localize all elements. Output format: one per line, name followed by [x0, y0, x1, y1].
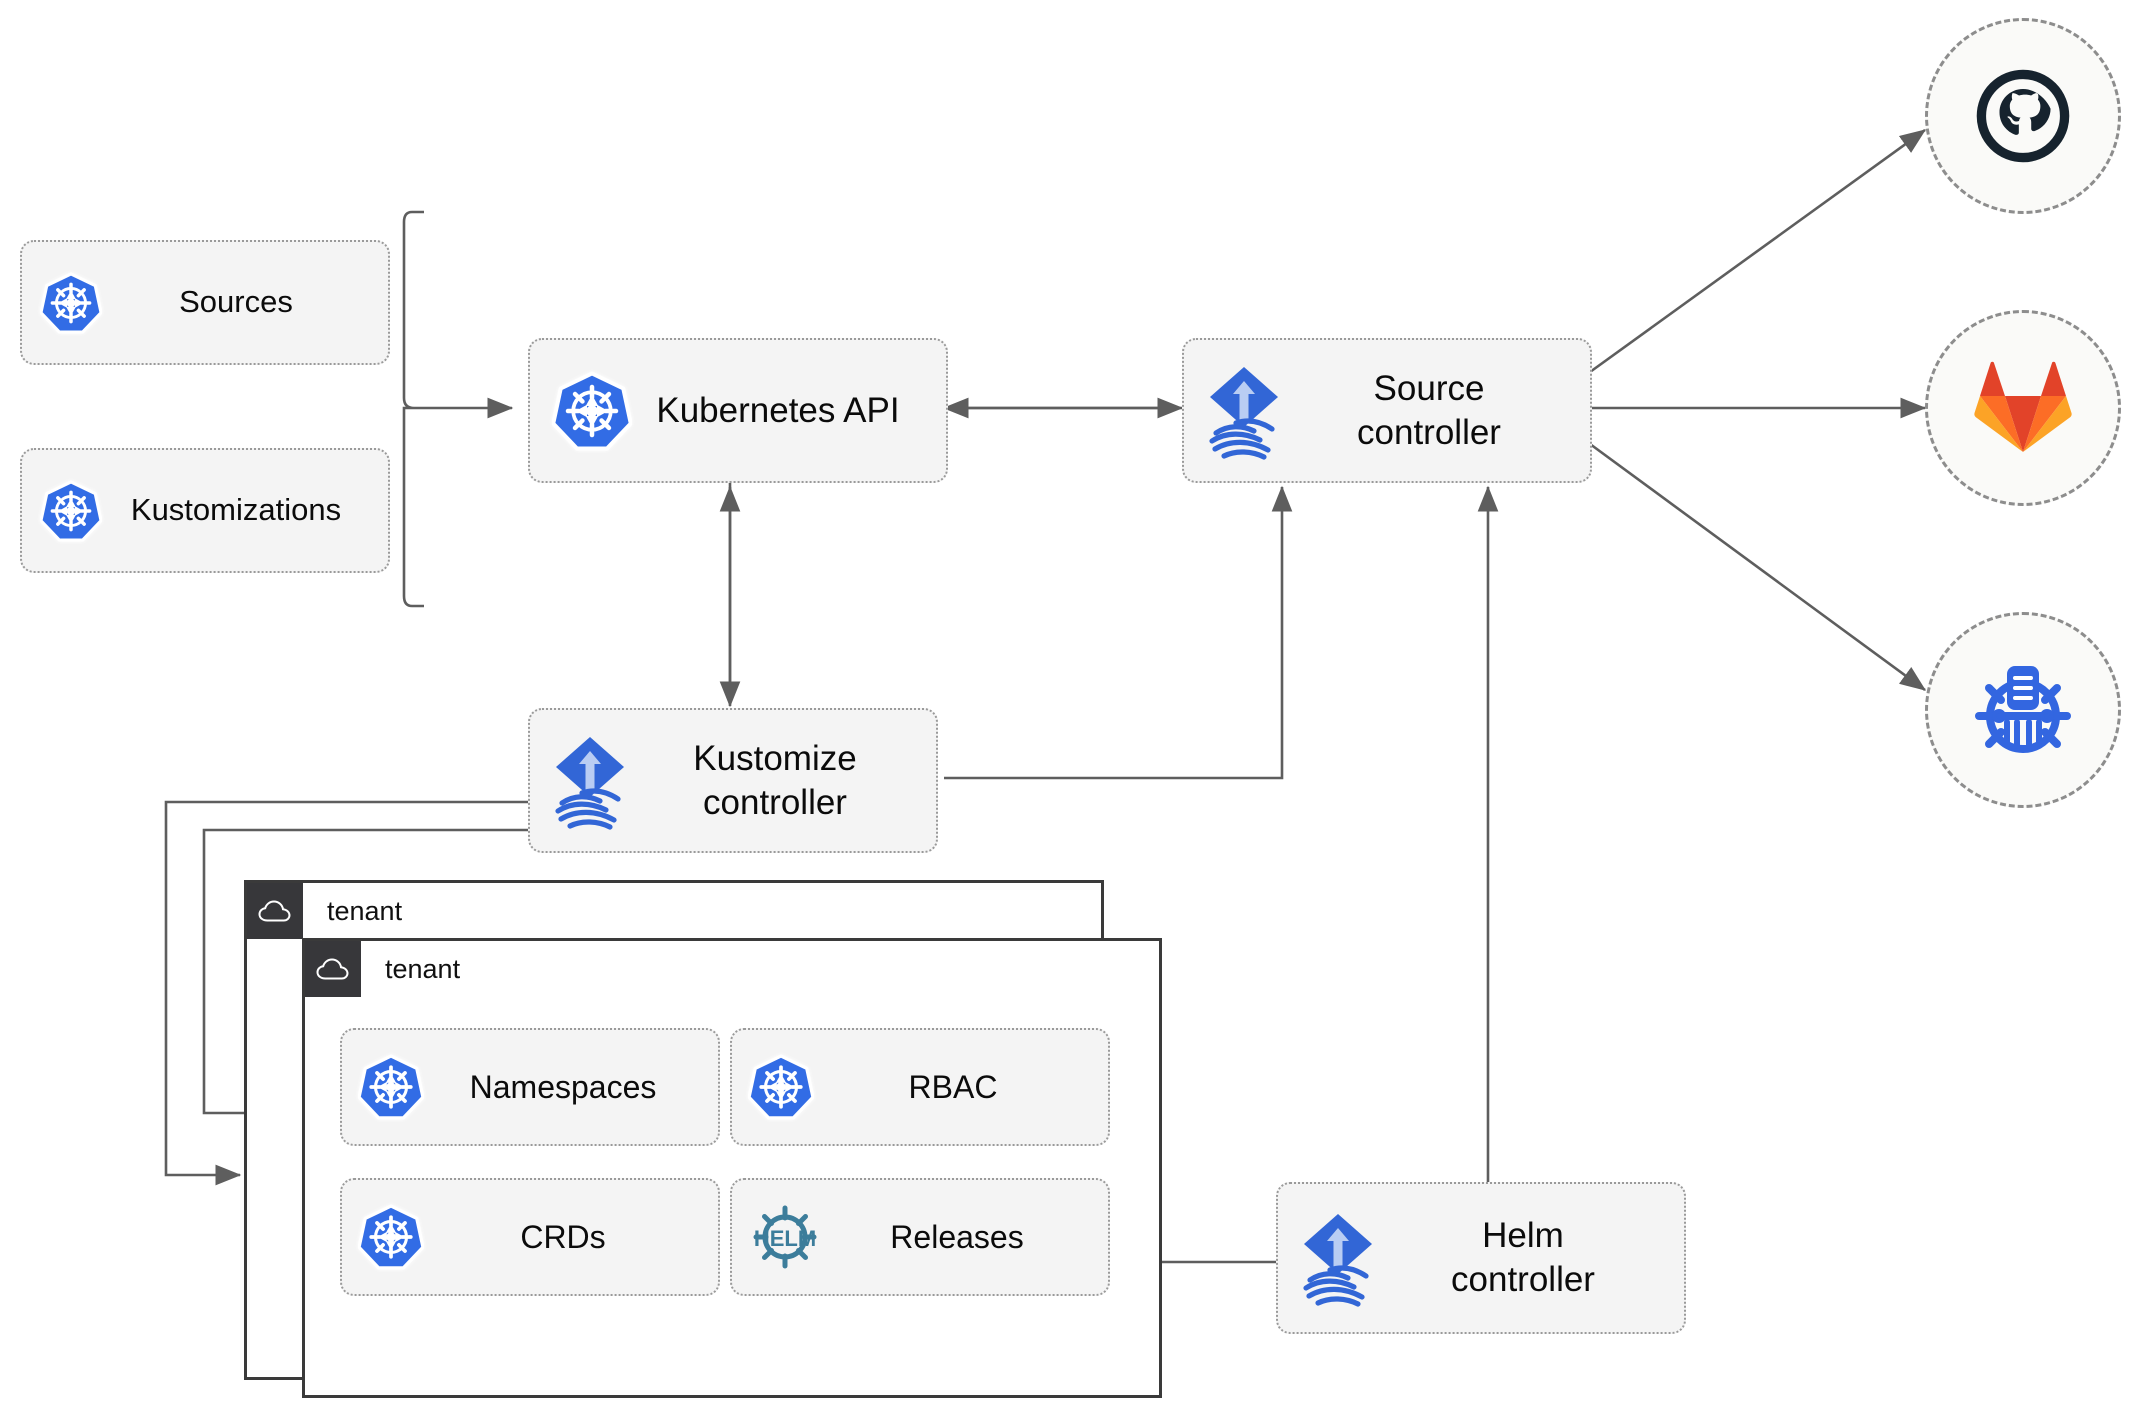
node-namespaces[interactable]: Namespaces — [340, 1028, 720, 1146]
helm-icon: HELM — [748, 1200, 822, 1274]
node-kubernetes-api[interactable]: Kubernetes API — [528, 338, 948, 483]
tenant-header-2: tenant — [305, 941, 460, 997]
kubernetes-icon — [358, 1204, 424, 1270]
node-helm-controller[interactable]: Helm controller — [1276, 1182, 1686, 1334]
source-controller-line1: Source — [1373, 368, 1485, 408]
tenant-label-1: tenant — [327, 895, 403, 926]
edge-source-to-bucket — [1589, 442, 1927, 692]
node-kustomizations[interactable]: Kustomizations — [20, 448, 390, 573]
kustomize-controller-line1: Kustomize — [693, 738, 857, 778]
provider-gitlab[interactable] — [1925, 310, 2121, 506]
helm-repository-icon — [1975, 666, 2071, 753]
edge-kustomize-to-source — [944, 485, 1293, 780]
tenant-header-1: tenant — [247, 883, 402, 939]
node-crds[interactable]: CRDs — [340, 1178, 720, 1296]
node-label-crds: CRDs — [520, 1219, 606, 1255]
node-rbac[interactable]: RBAC — [730, 1028, 1110, 1146]
node-releases[interactable]: HELM Releases — [730, 1178, 1110, 1296]
kubernetes-icon — [748, 1054, 814, 1120]
provider-helm-repository[interactable] — [1925, 612, 2121, 808]
kubernetes-icon — [40, 271, 102, 334]
node-label-sources: Sources — [179, 284, 293, 320]
edge-source-to-github — [1589, 128, 1927, 374]
node-label-kustomizations: Kustomizations — [130, 492, 342, 528]
svg-text:HELM: HELM — [754, 1226, 816, 1251]
flux-icon — [1296, 1208, 1380, 1308]
node-label-namespaces: Namespaces — [469, 1069, 657, 1105]
cloud-icon — [305, 941, 361, 997]
helm-controller-line2: controller — [1451, 1260, 1595, 1299]
node-label-kubernetes-api: Kubernetes API — [656, 390, 900, 430]
provider-github[interactable] — [1925, 18, 2121, 214]
kustomize-controller-line2: controller — [703, 782, 847, 822]
tenant-container-2[interactable]: tenant — [302, 938, 1162, 1398]
tenant-label-2: tenant — [385, 953, 461, 984]
node-label-rbac: RBAC — [908, 1069, 998, 1105]
flux-icon — [1202, 361, 1286, 461]
node-label-helm-controller: Helm controller — [1380, 1214, 1666, 1302]
kubernetes-icon — [358, 1054, 424, 1120]
node-label-releases: Releases — [890, 1219, 1024, 1255]
github-icon — [1976, 69, 2070, 163]
helm-controller-line1: Helm — [1482, 1216, 1564, 1256]
kubernetes-icon — [40, 479, 102, 542]
kubernetes-icon — [552, 371, 632, 451]
gitlab-icon — [1974, 361, 2072, 452]
node-sources[interactable]: Sources — [20, 240, 390, 365]
flux-icon — [548, 731, 632, 831]
bracket-path — [402, 210, 424, 608]
source-controller-line2: controller — [1357, 412, 1501, 452]
cloud-icon — [247, 883, 303, 939]
